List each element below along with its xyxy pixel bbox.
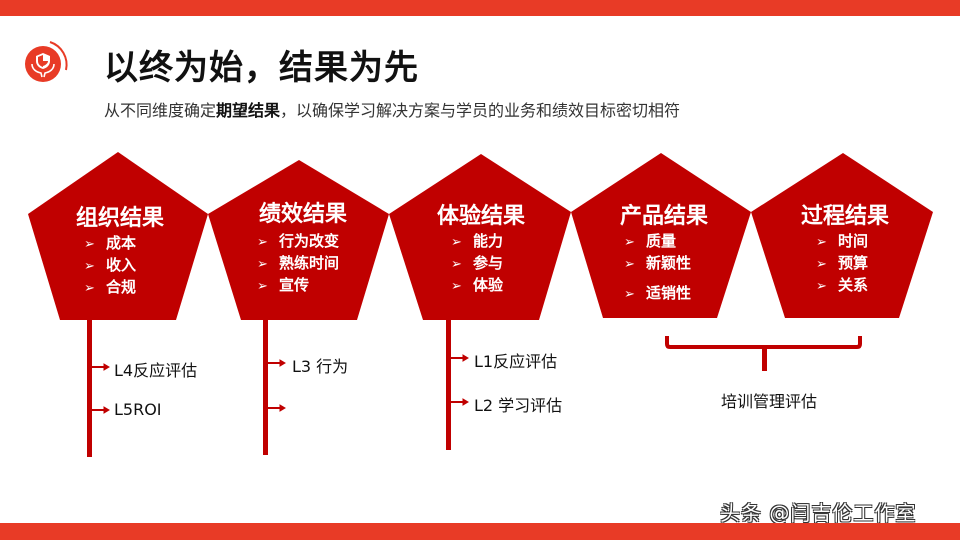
stem-org [87,318,92,457]
bracket-connector [665,336,862,349]
arrow-bullet-icon: ➢ [84,281,95,296]
eval-label-l2: L2 学习评估 [474,396,563,415]
bullet-list-exp: ➢能力 ➢参与 ➢体验 [451,230,503,296]
stem-perf [263,318,268,455]
arrow-bullet-icon: ➢ [257,235,268,250]
subtitle-emphasis: 期望结果 [216,101,281,120]
watermark: 头条 @闫吉伦工作室 [720,501,917,525]
arrow-bullet-icon: ➢ [257,257,268,272]
pentagon-title-org: 组织结果 [75,206,165,231]
list-item: ➢质量 [624,230,691,252]
list-item: ➢收入 [84,254,136,276]
bottom-accent-bar [0,523,960,540]
page-title: 以终为始，结果为先 [104,48,419,88]
list-item: ➢能力 [451,230,503,252]
bullet-list-perf: ➢行为改变 ➢熟练时间 ➢宣传 [257,230,339,296]
shield-hands-icon [25,41,68,82]
pentagon-process [751,153,933,318]
arrow-icons [92,354,469,414]
arrow-bullet-icon: ➢ [816,279,827,294]
list-item: ➢合规 [84,276,136,298]
pentagon-exp [389,154,571,320]
list-item: ➢时间 [816,230,868,252]
list-item: ➢新颖性 [624,252,691,274]
bullet-list-org: ➢成本 ➢收入 ➢合规 [84,232,136,298]
list-item: ➢适销性 [624,282,691,304]
eval-label-l1: L1反应评估 [474,352,558,371]
arrow-bullet-icon: ➢ [451,279,462,294]
arrow-bullet-icon: ➢ [257,279,268,294]
list-item: ➢成本 [84,232,136,254]
pentagon-title-product: 产品结果 [619,204,709,229]
arrow-bullet-icon: ➢ [451,257,462,272]
arrow-bullet-icon: ➢ [816,235,827,250]
arrow-bullet-icon: ➢ [84,259,95,274]
arrow-bullet-icon: ➢ [84,237,95,252]
list-item: ➢行为改变 [257,230,339,252]
subtitle-text: 从不同维度确定 [104,101,217,120]
arrow-bullet-icon: ➢ [624,257,635,272]
pentagon-title-perf: 绩效结果 [258,202,348,227]
bracket-label: 培训管理评估 [721,392,818,411]
eval-label-l5: L5ROI [114,400,162,419]
top-accent-bar [0,0,960,16]
bullet-list-process: ➢时间 ➢预算 ➢关系 [816,230,868,296]
bullet-list-product: ➢质量 ➢新颖性 ➢适销性 [624,230,691,304]
pentagon-title-process: 过程结果 [800,204,890,229]
eval-label-l3: L3 行为 [292,357,349,376]
list-item: ➢关系 [816,274,868,296]
pentagon-product [571,153,751,318]
subtitle-text-end: ，以确保学习解决方案与学员的业务和绩效目标密切相符 [280,101,681,120]
arrow-bullet-icon: ➢ [451,235,462,250]
arrow-bullet-icon: ➢ [624,235,635,250]
list-item: ➢宣传 [257,274,339,296]
list-item: ➢预算 [816,252,868,274]
pentagon-org [28,152,208,320]
list-item: ➢熟练时间 [257,252,339,274]
pentagon-perf [208,160,389,320]
list-item: ➢体验 [451,274,503,296]
bracket-stem [762,347,767,371]
stem-exp [446,318,451,450]
page-subtitle: 从不同维度确定期望结果，以确保学习解决方案与学员的业务和绩效目标密切相符 [104,97,680,121]
pentagon-title-exp: 体验结果 [436,204,526,229]
arrow-bullet-icon: ➢ [624,287,635,302]
eval-label-l4: L4反应评估 [114,361,198,380]
arrow-bullet-icon: ➢ [816,257,827,272]
list-item: ➢参与 [451,252,503,274]
